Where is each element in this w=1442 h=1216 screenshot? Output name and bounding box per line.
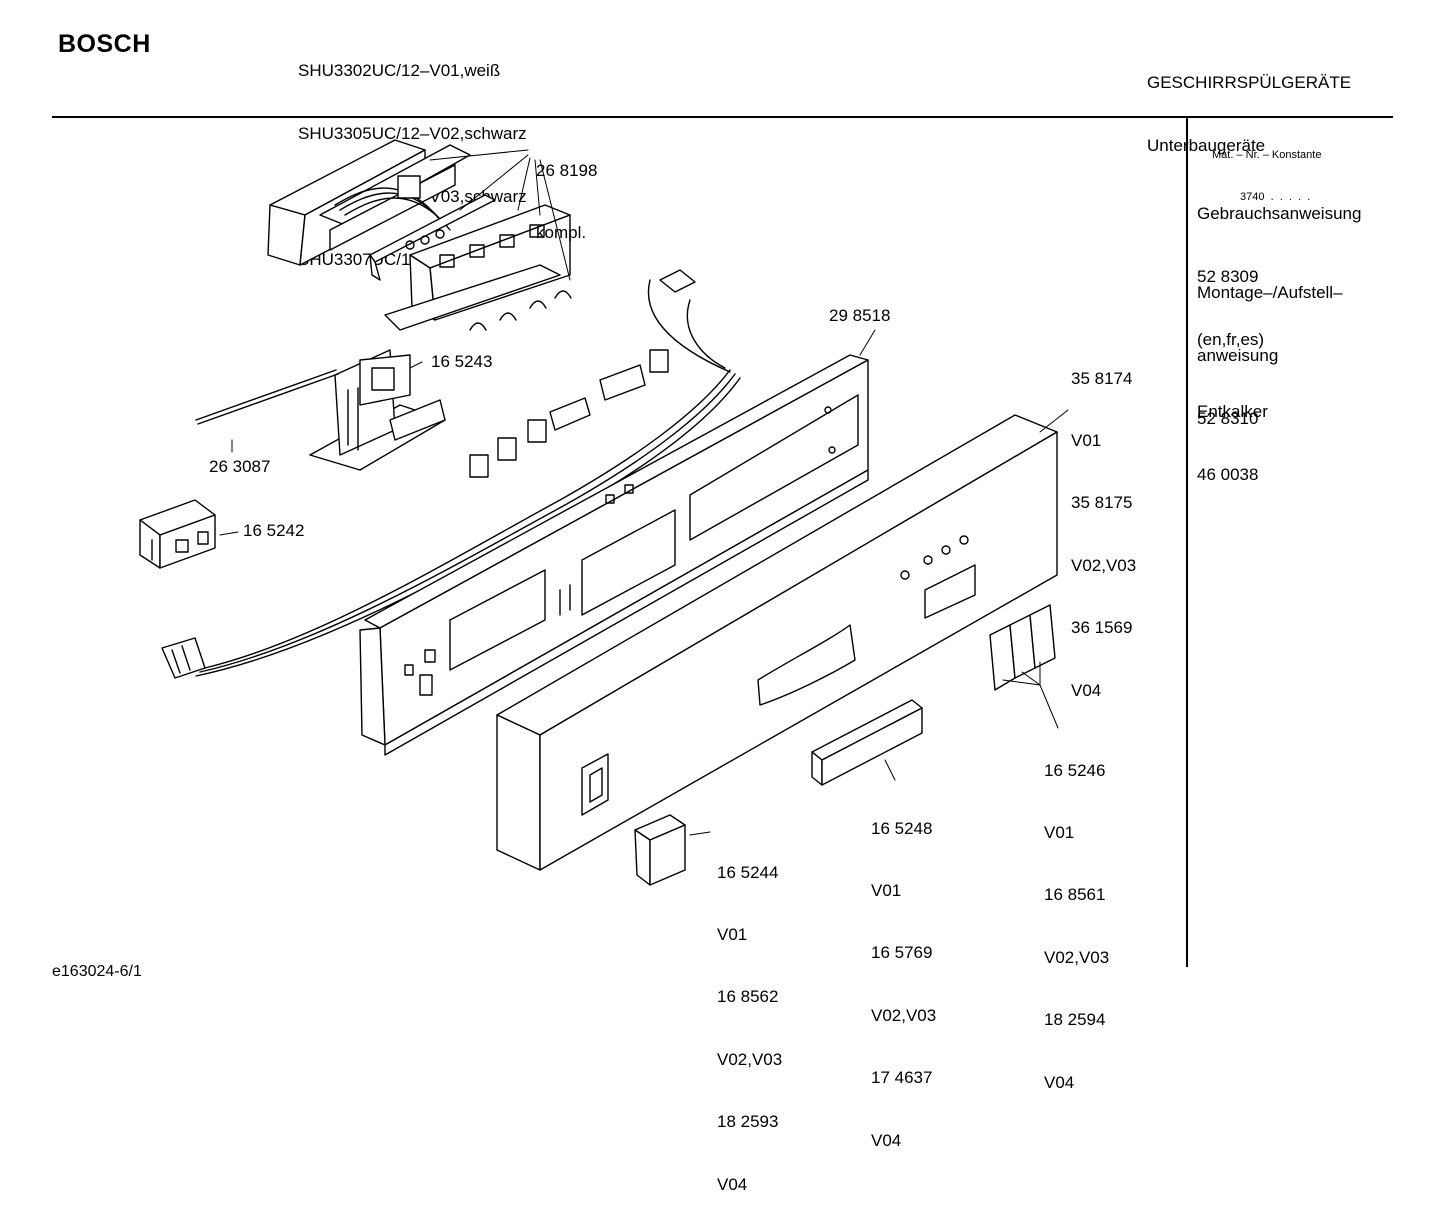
trim-strip <box>811 699 923 786</box>
part-number: 16 8561 <box>1044 885 1106 905</box>
part-number: 35 8175 <box>1071 493 1133 513</box>
part-number: 36 1569 <box>1071 618 1133 638</box>
category-title: GESCHIRRSPÜLGERÄTE <box>1147 73 1352 92</box>
descaler-info: Entkalker 46 0038 <box>1197 359 1268 506</box>
part-label-298518: 29 8518 <box>829 306 891 325</box>
part-number: 26 8198 <box>536 160 598 180</box>
material-constant-value: 3740 . . . . . <box>1240 191 1311 203</box>
part-number: 16 8562 <box>717 987 779 1007</box>
drawing-code: e163024-6/1 <box>52 963 142 980</box>
install-title-cont: anweisung <box>1197 346 1279 365</box>
part-label-165243: 16 5243 <box>431 352 493 371</box>
part-number: 18 2594 <box>1044 1010 1106 1030</box>
header-divider <box>52 116 1393 118</box>
buttons-part <box>989 604 1056 691</box>
rod-part <box>195 369 339 425</box>
variant: V04 <box>871 1130 902 1150</box>
sidebar-divider <box>1186 118 1188 967</box>
variant: V01 <box>871 880 902 900</box>
descaler-number: 46 0038 <box>1197 465 1259 484</box>
variant: V01 <box>1071 430 1102 450</box>
part-note: kompl. <box>536 222 587 242</box>
material-constant: Mat. – Nr. – Konstante 3740 . . . . . <box>1212 120 1321 218</box>
brand-logo: BOSCH <box>58 30 151 58</box>
part-number: 16 5244 <box>717 862 779 882</box>
variant: V04 <box>1071 680 1102 700</box>
exploded-view-drawing <box>139 139 1069 886</box>
part-label-165242: 16 5242 <box>243 521 305 540</box>
manual-title: Gebrauchsanweisung <box>1197 204 1362 223</box>
leader-lines <box>219 149 1069 836</box>
part-number: 18 2593 <box>717 1112 779 1132</box>
variant: V04 <box>1044 1072 1075 1092</box>
install-title: Montage–/Aufstell– <box>1197 283 1343 302</box>
variant: V02,V03 <box>871 1005 937 1025</box>
knob-cover <box>634 814 686 886</box>
variant: V02,V03 <box>1044 947 1110 967</box>
variant: V01 <box>717 924 748 944</box>
front-frame <box>359 354 869 756</box>
material-constant-label: Mat. – Nr. – Konstante <box>1212 149 1322 161</box>
variant: V01 <box>1044 822 1075 842</box>
control-panel-facia <box>496 414 1058 871</box>
variant: V02,V03 <box>717 1049 783 1069</box>
manual-languages: (en,fr,es) <box>1197 330 1265 349</box>
variant: V04 <box>717 1174 748 1194</box>
part-label-268198: 26 8198 kompl. <box>536 119 597 265</box>
variant: V02,V03 <box>1071 555 1137 575</box>
electronic-module <box>267 139 572 331</box>
part-number: 17 4637 <box>871 1068 933 1088</box>
install-number: 52 8310 <box>1197 409 1259 428</box>
switch-part <box>139 499 216 569</box>
bracket-part <box>309 349 446 471</box>
model-line: SHU3302UC/12–V01,weiß <box>298 61 501 80</box>
part-label-165248: 16 5248 V01 16 5769 V02,V03 17 4637 V04 <box>871 777 936 1172</box>
descaler-title: Entkalker <box>1197 402 1268 421</box>
part-number: 16 5246 <box>1044 760 1106 780</box>
part-label-263087: 26 3087 <box>209 457 271 476</box>
part-number: 16 5769 <box>871 943 933 963</box>
install-info: Montage–/Aufstell– anweisung 52 8310 <box>1197 240 1343 450</box>
model-line: SHU3305UC/12–V02,schwarz <box>298 124 527 143</box>
part-label-358174: 35 8174 V01 35 8175 V02,V03 36 1569 V04 <box>1071 327 1136 722</box>
category-subtitle: Unterbaugeräte <box>1147 136 1266 155</box>
part-number: 35 8174 <box>1071 368 1133 388</box>
part-label-165246: 16 5246 V01 16 8561 V02,V03 18 2594 V04 <box>1044 719 1109 1114</box>
category-block: GESCHIRRSPÜLGERÄTE Unterbaugeräte <box>1147 30 1351 177</box>
manual-info: Gebrauchsanweisung 52 8309 (en,fr,es) <box>1197 161 1361 371</box>
part-number: 16 5248 <box>871 818 933 838</box>
manual-number: 52 8309 <box>1197 267 1259 286</box>
